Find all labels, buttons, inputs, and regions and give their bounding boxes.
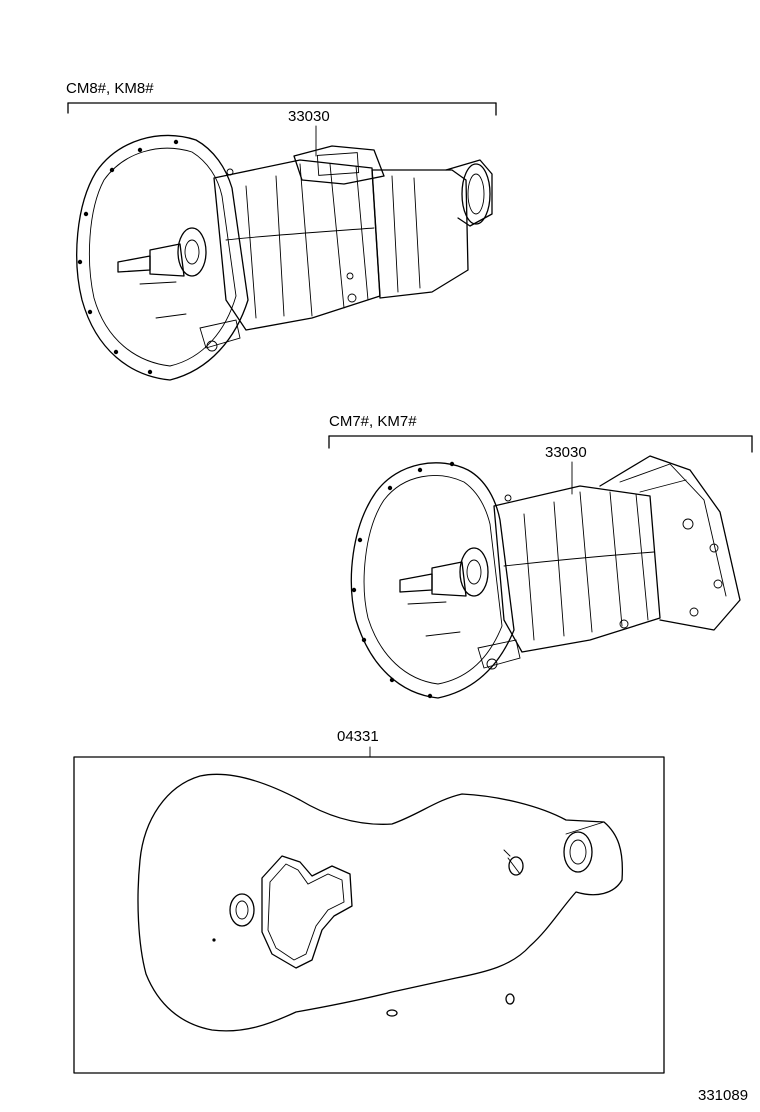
- model-label-lower: CM7#, KM7#: [329, 413, 417, 430]
- part-number-lower: 33030: [545, 444, 587, 461]
- model-label-upper: CM8#, KM8#: [66, 80, 154, 97]
- gasket-kit-frame: [73, 746, 665, 1074]
- figure-code: 331089: [698, 1087, 749, 1104]
- part-number-upper: 33030: [288, 108, 330, 125]
- transmission-assembly-lower: [350, 455, 741, 699]
- bracket-lower: [328, 435, 753, 495]
- bracket-upper: [67, 102, 497, 157]
- gasket-kit-contents: [137, 773, 624, 1032]
- gasket-kit-part-number: 04331: [337, 728, 379, 745]
- transmission-assembly-upper: [76, 134, 493, 381]
